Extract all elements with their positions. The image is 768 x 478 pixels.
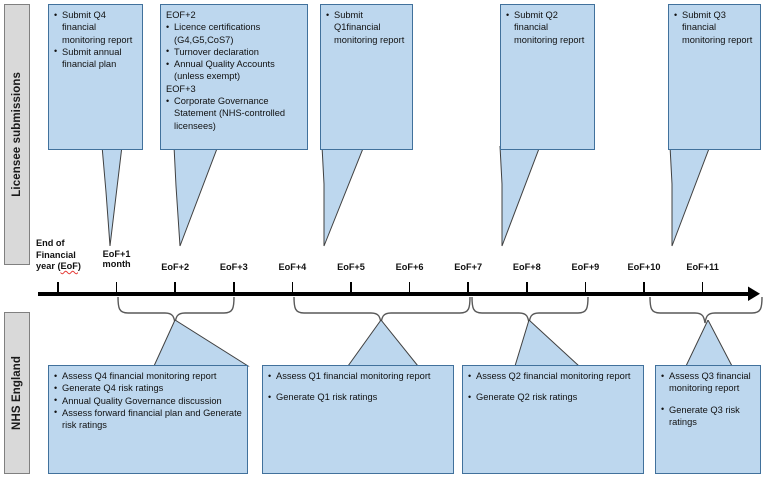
callout-text	[468, 382, 638, 391]
callout-tail-q1-submissions	[300, 146, 374, 248]
axis-tick-label-line: EoF+3	[219, 262, 248, 272]
callout-bullet: Generate Q4 risk ratings	[54, 382, 242, 395]
callout-text	[661, 395, 755, 404]
axis-tick-eof-5	[350, 282, 352, 292]
axis-tick-label-line: EoF+8	[512, 262, 541, 272]
callout-bullet: Submit Q3 financial monitoring report	[674, 9, 755, 46]
callout-q3-submissions-list: Submit Q3 financial monitoring report	[674, 9, 755, 46]
callout-bullet: Assess Q1 financial monitoring report	[268, 369, 448, 382]
axis-tick-label-eof-9: EoF+9	[549, 262, 621, 272]
callout-text	[268, 382, 448, 391]
axis-tick-label-line: EoF+7	[454, 262, 483, 272]
callout-q2-submissions[interactable]: Submit Q2 financial monitoring report	[500, 4, 595, 150]
callout-bullet: Annual Quality Governance discussion	[54, 394, 242, 407]
timeline-axis-line	[38, 292, 754, 296]
axis-tick-label-eof-5: EoF+5	[315, 262, 387, 272]
axis-tick-label-line: EoF+6	[395, 262, 424, 272]
callout-tail-q1-assessment	[330, 320, 440, 368]
callout-bullet: Generate Q1 risk ratings	[268, 391, 448, 404]
axis-tick-label-eof-3: EoF+3	[198, 262, 270, 272]
axis-tick-label-line: EoF+11	[686, 262, 719, 272]
axis-tick-label-eof-7: EoF+7	[432, 262, 504, 272]
callout-eof2-eof3-submissions[interactable]: EOF+2Licence certifications (G4,G5,CoS7)…	[160, 4, 308, 150]
callout-bullet: Submit annual financial plan	[54, 45, 137, 71]
lane-label-nhs-text: NHS England	[11, 356, 23, 430]
axis-origin-squiggle-word: EoF	[60, 261, 78, 271]
callout-bullet: Generate Q3 risk ratings	[661, 403, 755, 429]
axis-origin-label: End of Financial year (EoF)	[36, 238, 81, 273]
callout-tail-q4-assessment	[140, 320, 250, 368]
callout-tail-q3-submissions	[648, 146, 722, 248]
callout-q3-assessment[interactable]: Assess Q3 financial monitoring reportGen…	[655, 365, 761, 474]
axis-tick-eof-6	[408, 282, 411, 292]
lane-label-nhs-england: NHS England	[4, 312, 30, 474]
callout-eof2-eof3-submissions-list: EOF+2Licence certifications (G4,G5,CoS7)…	[166, 9, 302, 132]
callout-bullet: Submit Q1financial monitoring report	[326, 9, 407, 46]
axis-tick-eof-1-month	[115, 282, 118, 292]
axis-tick-label-eof-11: EoF+11	[667, 262, 739, 272]
axis-tick-eof-11	[701, 282, 704, 292]
callout-bullet: Assess Q2 financial monitoring report	[468, 369, 638, 382]
callout-text: EOF+3	[166, 83, 196, 94]
axis-tick-eof-3	[233, 282, 235, 292]
axis-tick-eof-7	[467, 282, 469, 292]
callout-q2-assessment-list: Assess Q2 financial monitoring reportGen…	[468, 369, 638, 404]
axis-tick-label-eof-6: EoF+6	[374, 262, 446, 272]
callout-bullet: Corporate Governance Statement (NHS-cont…	[166, 95, 302, 132]
callout-text: EOF+2	[166, 10, 196, 20]
axis-tick-label-eof-2: EoF+2	[139, 262, 211, 272]
brace-q3-assessment	[648, 296, 764, 324]
callout-q4-assessment[interactable]: Assess Q4 financial monitoring reportGen…	[48, 365, 248, 474]
axis-tick-label-line: EoF+1	[102, 249, 131, 259]
axis-origin-line-2: Financial	[36, 249, 76, 260]
callout-q1-submissions[interactable]: Submit Q1financial monitoring report	[320, 4, 413, 150]
callout-bullet: Assess Q4 financial monitoring report	[54, 369, 242, 382]
callout-q4-assessment-list: Assess Q4 financial monitoring reportGen…	[54, 369, 242, 432]
callout-q3-submissions[interactable]: Submit Q3 financial monitoring report	[668, 4, 761, 150]
callout-tail-q2-submissions	[478, 146, 552, 248]
axis-tick-label-line: EoF+9	[571, 262, 600, 272]
callout-tail-q4-submissions	[88, 146, 144, 248]
callout-q4-submissions[interactable]: Submit Q4 financial monitoring reportSub…	[48, 4, 143, 150]
lane-label-licensee-text: Licensee submissions	[11, 72, 23, 197]
callout-bullet: Assess forward financial plan and Genera…	[54, 406, 242, 432]
axis-tick-eof-10	[643, 282, 645, 292]
callout-bullet: Turnover declaration	[166, 45, 302, 58]
callout-tail-eof2-eof3-submissions	[160, 146, 240, 248]
axis-tick-eof-9	[584, 282, 587, 292]
axis-tick-label-eof-4: EoF+4	[256, 262, 328, 272]
axis-tick-eof-8	[526, 282, 528, 292]
axis-tick-label-eof-8: EoF+8	[491, 262, 563, 272]
axis-tick-eof-4	[291, 282, 294, 292]
axis-tick-eof-2	[174, 282, 176, 292]
callout-q1-assessment-list: Assess Q1 financial monitoring reportGen…	[268, 369, 448, 404]
callout-q2-assessment[interactable]: Assess Q2 financial monitoring reportGen…	[462, 365, 644, 474]
callout-bullet: Generate Q2 risk ratings	[468, 391, 638, 404]
axis-tick-label-line: EoF+5	[337, 262, 365, 272]
axis-origin-line-1: End of	[36, 238, 65, 248]
callout-q3-assessment-list: Assess Q3 financial monitoring reportGen…	[661, 370, 755, 428]
callout-bullet: Submit Q4 financial monitoring report	[54, 9, 137, 46]
callout-q1-submissions-list: Submit Q1financial monitoring report	[326, 9, 407, 46]
axis-tick-label-line: EoF+2	[161, 262, 190, 272]
callout-bullet: Submit Q2 financial monitoring report	[506, 9, 589, 46]
callout-q2-submissions-list: Submit Q2 financial monitoring report	[506, 9, 589, 46]
callout-bullet: Assess Q3 financial monitoring report	[661, 370, 755, 395]
axis-tick-eof	[57, 282, 59, 292]
callout-q4-submissions-list: Submit Q4 financial monitoring reportSub…	[54, 9, 137, 70]
axis-tick-label-line: EoF+10	[627, 262, 661, 272]
callout-tail-q2-assessment	[495, 320, 605, 368]
callout-bullet: Annual Quality Accounts (unless exempt)	[166, 58, 302, 83]
axis-tick-label-line: month	[102, 259, 131, 269]
timeline-axis-arrowhead	[748, 285, 766, 303]
lane-label-licensee-submissions: Licensee submissions	[4, 4, 30, 265]
callout-q1-assessment[interactable]: Assess Q1 financial monitoring reportGen…	[262, 365, 454, 474]
callout-bullet: Licence certifications (G4,G5,CoS7)	[166, 21, 302, 46]
axis-tick-label-line: EoF+4	[278, 262, 307, 272]
axis-tick-label-eof-10: EoF+10	[608, 262, 680, 272]
axis-origin-line-3: year (EoF)	[36, 261, 81, 271]
callout-tail-q3-assessment	[672, 320, 768, 368]
